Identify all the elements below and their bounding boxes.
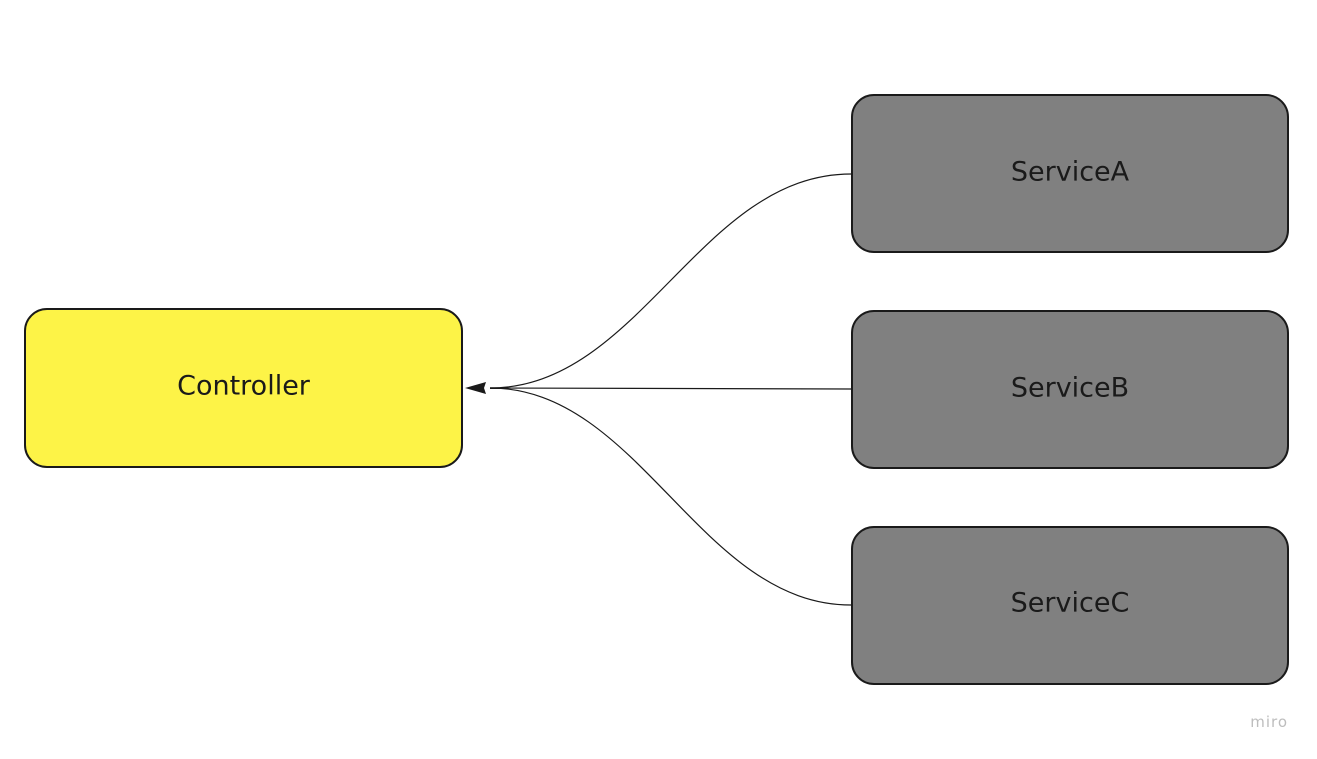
arrowhead-icon	[465, 382, 486, 394]
service-a-label: ServiceA	[1011, 157, 1130, 188]
edge-servicea-controller[interactable]	[489, 173, 852, 389]
service-a-box	[851, 94, 1289, 253]
service-c-node[interactable]: ServiceC	[851, 526, 1289, 685]
service-c-box	[851, 526, 1289, 685]
service-b-node[interactable]: ServiceB	[851, 310, 1289, 469]
edge-serviceb-controller[interactable]	[489, 387, 852, 390]
service-c-label: ServiceC	[1011, 588, 1130, 619]
service-b-label: ServiceB	[1011, 373, 1129, 404]
edge-servicec-controller[interactable]	[489, 387, 852, 606]
miro-watermark: miro	[1250, 713, 1288, 731]
controller-node[interactable]: Controller	[24, 308, 463, 468]
controller-label: Controller	[177, 371, 311, 402]
service-a-node[interactable]: ServiceA	[851, 94, 1289, 253]
service-b-box	[851, 310, 1289, 469]
controller-box	[24, 308, 463, 468]
